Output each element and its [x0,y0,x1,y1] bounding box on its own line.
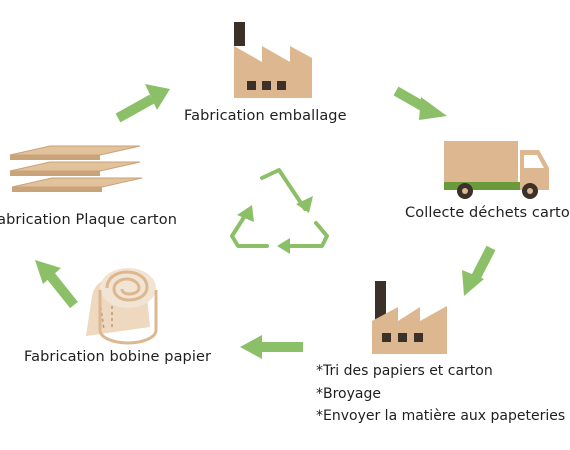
paper-roll-icon [86,268,158,345]
arrow-icon-1 [115,84,170,123]
arrow-icon-5 [35,260,78,309]
arrow-icon-3 [462,245,496,296]
label-fabrication-plaque: Fabrication Plaque carton [0,212,177,228]
truck-icon [444,141,549,199]
label-fabrication-bobine: Fabrication bobine papier [24,349,212,365]
step-broyage: *Broyage [316,386,381,402]
step-tri: *Tri des papiers et carton [316,363,493,379]
factory-icon-top [234,22,312,98]
recycle-icon [230,168,329,254]
arrow-icon-4 [240,335,303,359]
cardboard-sheets-icon [9,145,143,192]
label-collecte-dechets: Collecte déchets carton [405,205,570,221]
arrow-icon-2 [393,86,447,120]
step-envoyer: *Envoyer la matière aux papeteries [316,408,566,424]
label-fabrication-emballage: Fabrication emballage [184,108,347,124]
factory-icon-bottom [372,281,447,354]
